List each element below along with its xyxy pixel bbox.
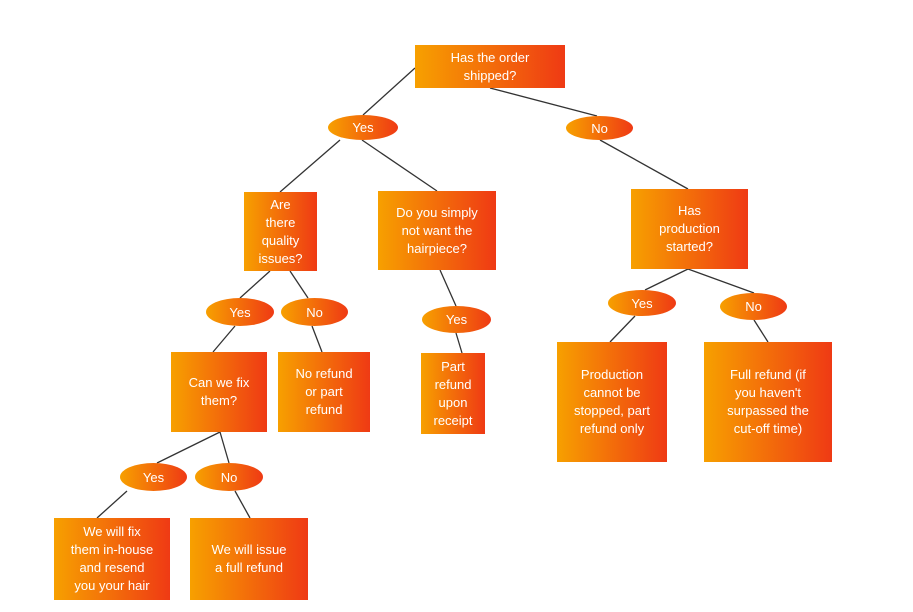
label-shipped-yes: Yes [328,115,398,140]
edge-qyes-fix [212,325,236,353]
question-production-started: Has production started? [631,189,748,269]
edge-fix-yes [156,431,221,464]
edge-quality-no [289,270,309,299]
label-shipped-no: No [566,116,633,140]
edge-pno-cutoff [753,319,769,343]
edge-production-yes [644,268,689,291]
label-production-yes: Yes [608,290,676,316]
result-issue-full-refund: We will issue a full refund [190,518,308,600]
label-production-no: No [720,293,787,320]
edge-no-production [599,139,689,190]
result-part-refund-upon-receipt: Part refund upon receipt [421,353,485,434]
edge-fno-fullrefund [234,490,251,519]
result-fix-in-house: We will fix them in-house and resend you… [54,518,170,600]
label-fix-no: No [195,463,263,491]
result-production-cannot-be-stopped: Production cannot be stopped, part refun… [557,342,667,462]
result-full-refund-cutoff: Full refund (if you haven't surpassed th… [704,342,832,462]
edge-yes-dontwant [361,139,438,192]
edge-quality-yes [239,270,271,299]
question-order-shipped: Has the order shipped? [415,45,565,88]
result-no-refund-or-part: No refund or part refund [278,352,370,432]
edge-dyes-receipt [455,332,463,354]
edge-production-no [687,268,755,294]
label-fix-yes: Yes [120,463,187,491]
label-dont-want-yes: Yes [422,306,491,333]
question-quality-issues: Are there quality issues? [244,192,317,271]
edge-shipped-yes [362,67,416,116]
edge-pyes-stop [609,315,636,343]
question-dont-want-hairpiece: Do you simply not want the hairpiece? [378,191,496,270]
question-can-we-fix: Can we fix them? [171,352,267,432]
edge-fyes-inhouse [96,490,128,519]
label-quality-yes: Yes [206,298,274,326]
label-quality-no: No [281,298,348,326]
edge-qno-norefund [311,325,323,353]
edge-fix-no [219,431,230,464]
edge-yes-quality [279,139,341,193]
edge-dontwant-yes [439,269,457,307]
edge-shipped-no [489,87,598,117]
